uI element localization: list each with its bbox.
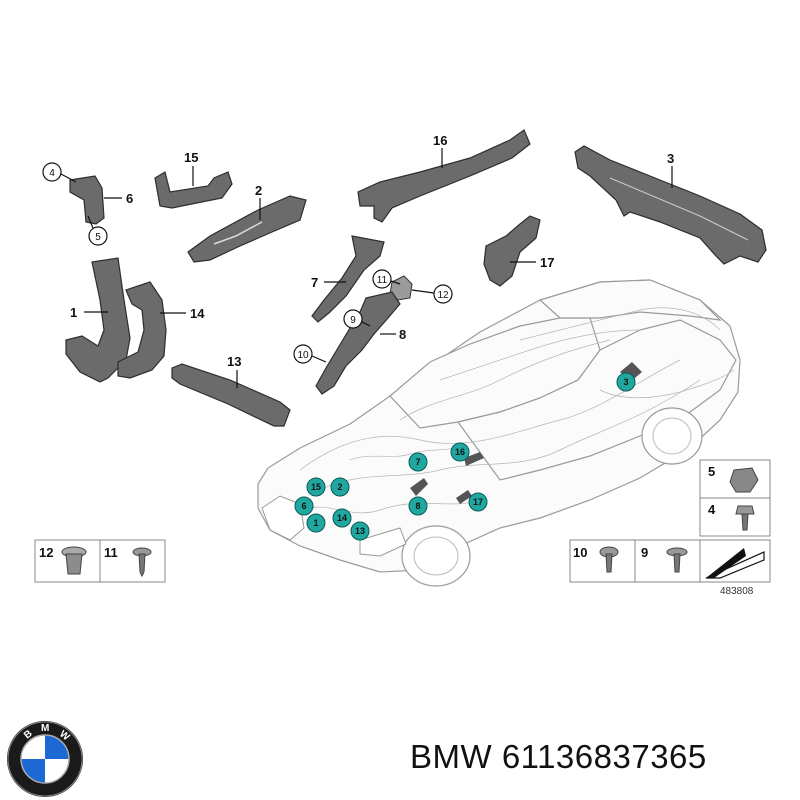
marker-7: 7: [408, 452, 428, 472]
part-13-bar: 13: [171, 354, 291, 427]
front-wheel-icon: [401, 525, 471, 587]
box-label-11: 11: [104, 545, 118, 560]
box-label-12: 12: [39, 545, 53, 560]
callout-8: 8: [399, 327, 406, 342]
part-number-caption: BMW 61136837365: [410, 738, 707, 775]
callout-11: 11: [377, 275, 388, 286]
part-14-guide-rail: 14: [117, 281, 205, 379]
svg-text:13: 13: [355, 526, 365, 536]
rear-wheel-icon: [641, 407, 703, 465]
marker-3: 3: [616, 372, 636, 392]
svg-text:M: M: [41, 723, 49, 734]
marker-17: 17: [468, 492, 488, 512]
callout-14: 14: [190, 306, 205, 321]
part-11-12-mount: 11 12: [372, 269, 453, 304]
svg-text:1: 1: [313, 518, 318, 528]
fastener-box-10-9: 10 9: [569, 539, 771, 583]
part-16-long-duct: 16: [357, 129, 531, 223]
box-label-10: 10: [573, 545, 587, 560]
svg-text:15: 15: [311, 482, 321, 492]
spring-nut-icon: [729, 467, 759, 493]
callout-3: 3: [667, 151, 674, 166]
part-3-bracket-rail: 3: [574, 145, 767, 265]
callout-5: 5: [95, 232, 101, 243]
callout-15: 15: [184, 150, 198, 165]
part-8-long-bracket: 9 10 8: [293, 291, 406, 395]
marker-13: 13: [350, 521, 370, 541]
svg-text:17: 17: [473, 497, 483, 507]
svg-text:7: 7: [415, 457, 420, 467]
marker-1: 1: [306, 513, 326, 533]
part-2-channel: 2: [187, 183, 307, 263]
diagram-reference-number: 483808: [720, 586, 754, 597]
callout-6: 6: [126, 191, 133, 206]
part-7-strut: 7: [311, 235, 385, 323]
marker-15: 15: [306, 477, 326, 497]
flat-screw-icon: [666, 547, 688, 573]
svg-text:3: 3: [623, 377, 628, 387]
part-15-guide: 15: [154, 150, 233, 209]
callout-12: 12: [437, 290, 449, 301]
marker-16: 16: [450, 442, 470, 462]
part-17-clip-mount: 17: [483, 215, 554, 287]
car-location-markers: 3 16 7 8 17 15 2 6 1 14 13: [294, 372, 636, 541]
callout-17: 17: [540, 255, 554, 270]
box-label-4: 4: [708, 502, 716, 517]
callout-1: 1: [70, 305, 77, 320]
callout-13: 13: [227, 354, 241, 369]
callout-16: 16: [433, 133, 447, 148]
part-1-guide-rail: 1: [65, 257, 131, 383]
box-label-9: 9: [641, 545, 648, 560]
callout-9: 9: [350, 315, 356, 326]
marker-6: 6: [294, 496, 314, 516]
svg-text:14: 14: [337, 513, 347, 523]
callout-2: 2: [255, 183, 262, 198]
torx-screw-icon: [599, 546, 619, 573]
svg-text:16: 16: [455, 447, 465, 457]
svg-text:2: 2: [337, 482, 342, 492]
box-label-5: 5: [708, 464, 715, 479]
expanding-clip-icon: [61, 546, 87, 575]
bmw-roundel-icon: B M W: [7, 721, 83, 797]
hex-bolt-icon: [735, 505, 755, 531]
callout-10: 10: [297, 350, 309, 361]
part-6-bracket: 4 5 6: [42, 162, 133, 246]
svg-text:6: 6: [301, 501, 306, 511]
car-illustration: [257, 279, 741, 587]
screw-icon: [132, 547, 152, 578]
fastener-box-12-11: 12 11: [34, 539, 166, 583]
callout-7: 7: [311, 275, 318, 290]
direction-arrow-icon: [705, 548, 765, 579]
marker-2: 2: [330, 477, 350, 497]
marker-14: 14: [332, 508, 352, 528]
callout-4: 4: [49, 168, 55, 179]
marker-8: 8: [408, 496, 428, 516]
svg-text:8: 8: [415, 501, 420, 511]
fastener-box-5-4: 5 4: [699, 459, 771, 537]
